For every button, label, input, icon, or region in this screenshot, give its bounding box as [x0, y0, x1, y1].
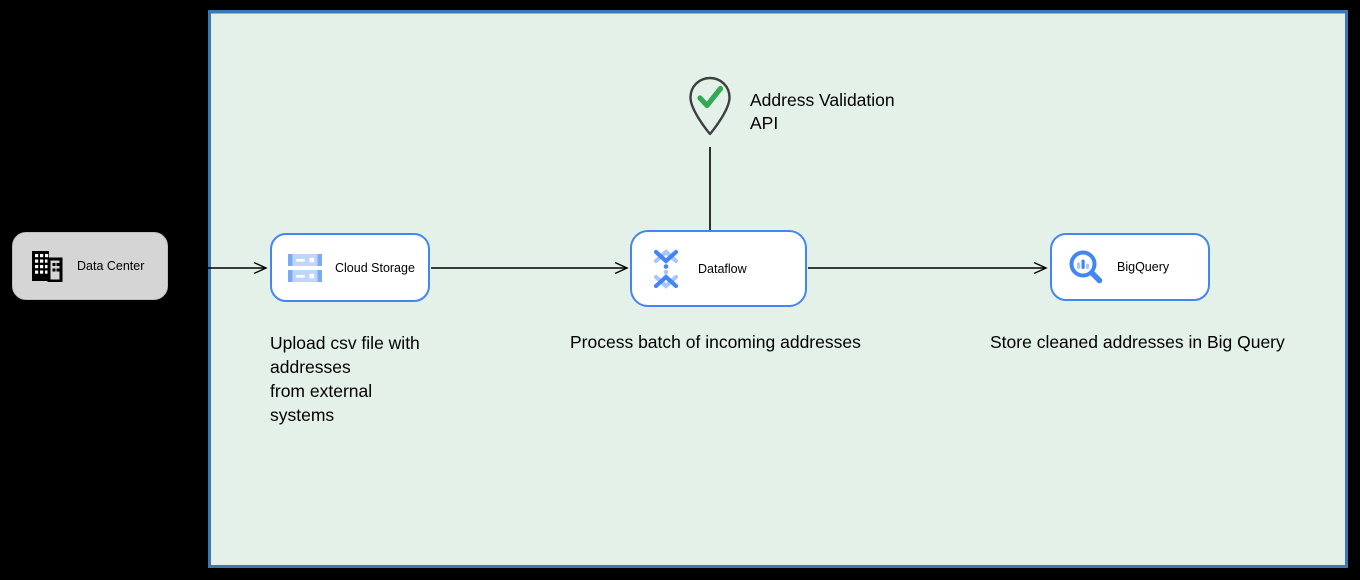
bigquery-icon [1068, 249, 1104, 285]
node-data-center[interactable]: Data Center [12, 232, 168, 300]
bigquery-label: BigQuery [1117, 260, 1170, 274]
caption-process-batch: Process batch of incoming addresses [570, 332, 861, 352]
building-icon [29, 250, 63, 282]
cloud-storage-label: Cloud Storage [335, 260, 415, 275]
caption-store-cleaned: Store cleaned addresses in Big Query [990, 332, 1285, 352]
dataflow-label: Dataflow [698, 261, 747, 276]
node-bigquery[interactable]: BigQuery [1050, 233, 1210, 301]
cloud-storage-icon [288, 253, 322, 283]
data-center-label: Data Center [77, 259, 145, 273]
map-pin-check-icon[interactable] [687, 75, 733, 137]
address-validation-api-label: Address Validation API [750, 90, 895, 133]
node-cloud-storage[interactable]: Cloud Storage [270, 233, 430, 302]
caption-upload-csv: Upload csv file with addresses from exte… [270, 333, 420, 425]
dataflow-icon [648, 248, 685, 290]
node-dataflow[interactable]: Dataflow [630, 230, 807, 307]
